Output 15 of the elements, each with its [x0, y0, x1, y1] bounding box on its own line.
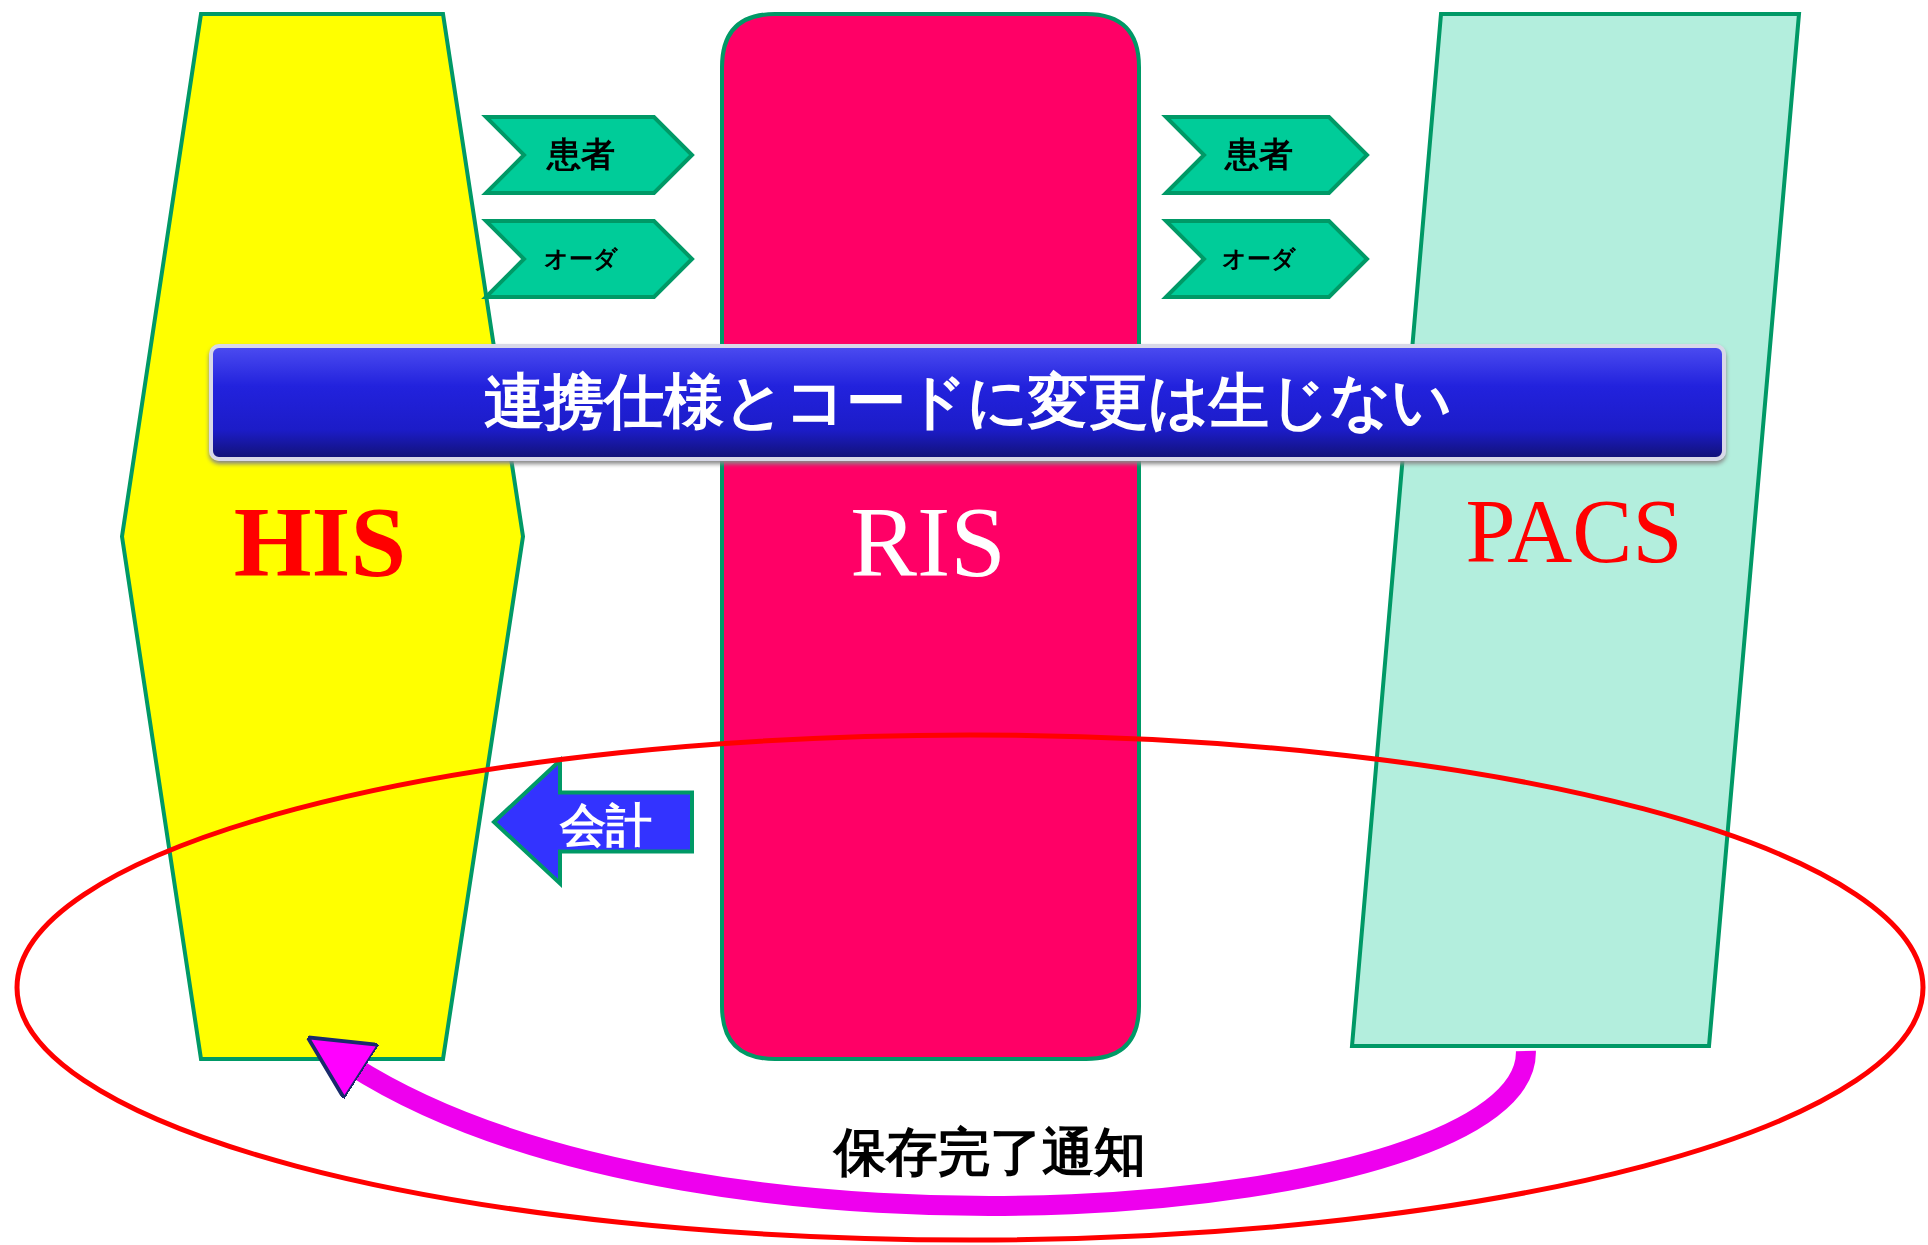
edge-label: 保存完了通知	[834, 1121, 1146, 1184]
edge-label: オーダ	[544, 244, 618, 275]
chevron-arrow	[481, 115, 695, 195]
message-banner: 連携仕様とコードに変更は生じない	[209, 344, 1726, 461]
block-arrow	[491, 755, 694, 889]
edge-label: 患者	[547, 133, 615, 176]
system-label: RIS	[850, 484, 1006, 599]
edge-label: 会計	[560, 797, 652, 854]
edge-label: オーダ	[1221, 244, 1296, 275]
system-label: PACS	[1465, 480, 1683, 583]
chevron-arrow	[481, 219, 695, 299]
chevron-arrow	[1161, 219, 1370, 299]
edge-label: 患者	[1224, 133, 1293, 176]
system-label: HIS	[233, 484, 407, 599]
chevron-arrow	[1161, 115, 1370, 195]
